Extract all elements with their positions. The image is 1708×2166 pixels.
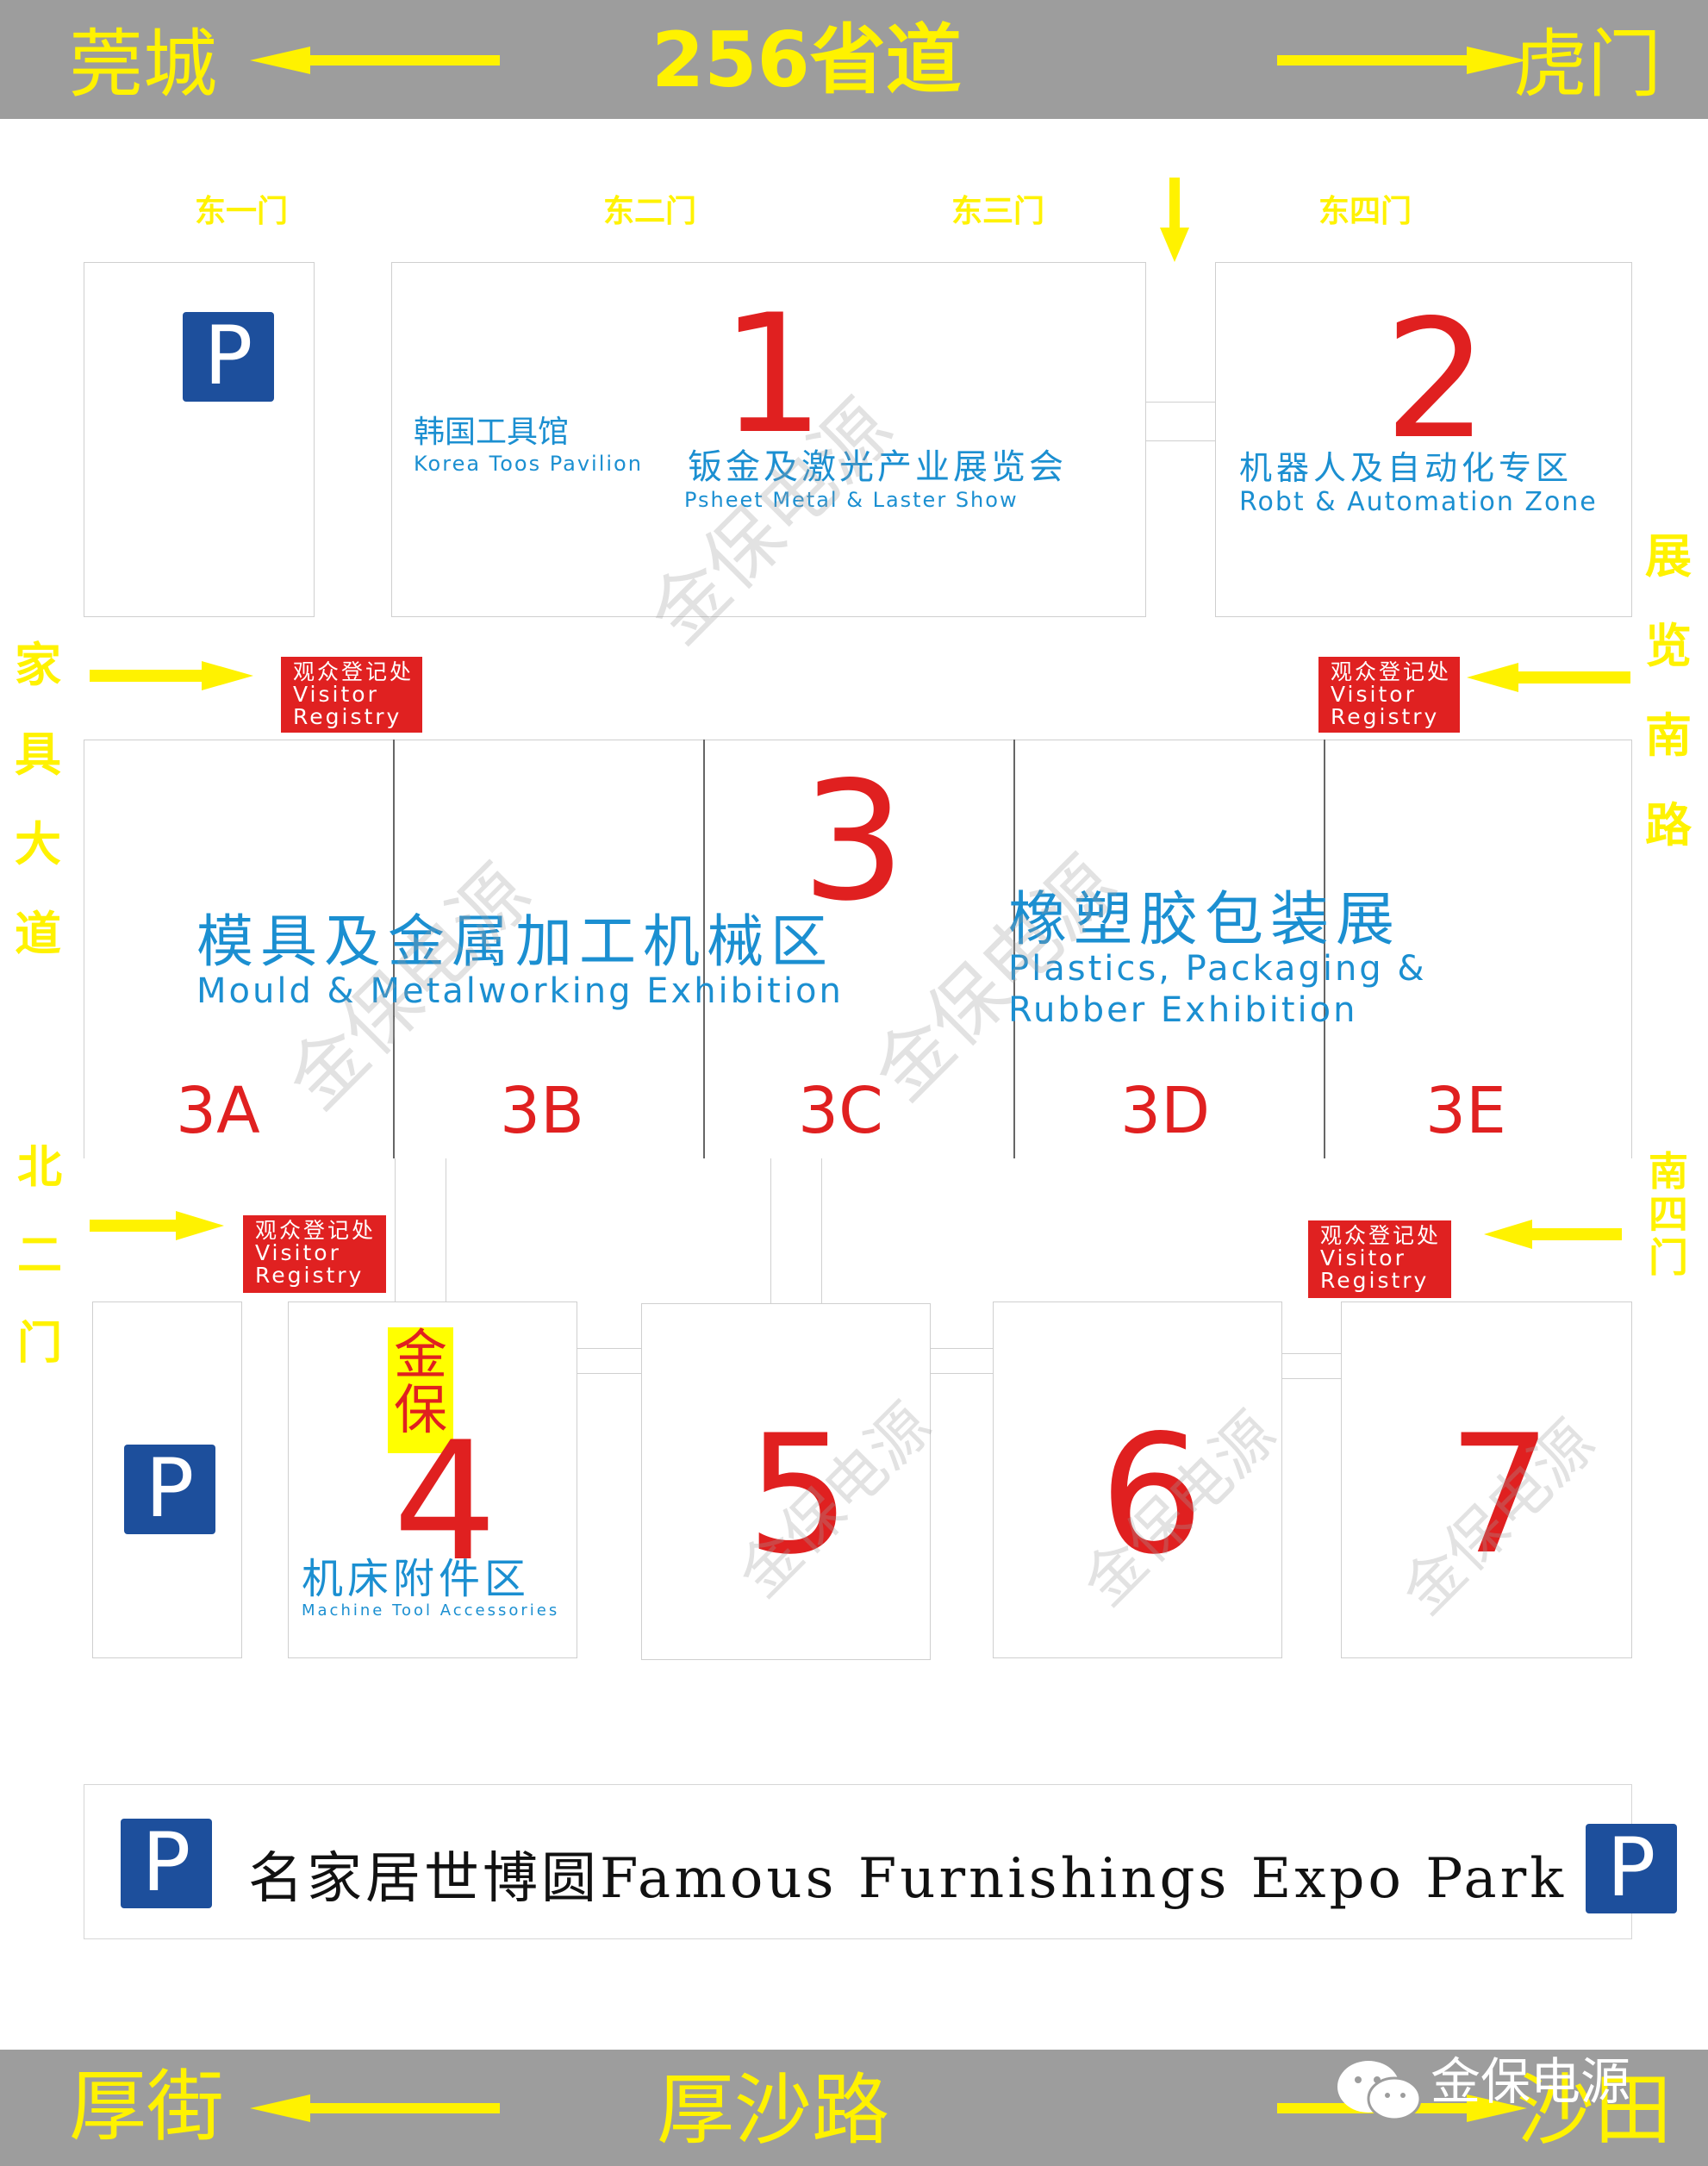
- hall-3-divider: [393, 740, 395, 1158]
- gate-east-3: 东三门: [951, 194, 1045, 229]
- hall-3-right-name-en-2: Rubber Exhibition: [1008, 990, 1358, 1030]
- expo-park-label: 名家居世博圆Famous Furnishings Expo Park: [248, 1847, 1568, 1911]
- hall-2-number: 2: [1384, 284, 1488, 475]
- hall-3-left-name-en: Mould & Metalworking Exhibition: [196, 971, 844, 1011]
- arrow-left-icon: [1467, 663, 1630, 692]
- corridor-5-6: [931, 1348, 993, 1374]
- hall-2-name-en: Robt & Automation Zone: [1239, 487, 1598, 517]
- hall-5[interactable]: [641, 1303, 931, 1660]
- hall-3[interactable]: [84, 740, 1632, 1158]
- bottom-road-right-label: 沙田: [1517, 2065, 1672, 2156]
- hall-1-korea-cn: 韩国工具馆: [414, 415, 570, 450]
- hall-3b-label: 3B: [500, 1074, 584, 1148]
- east-road-label: 展 览 南 路: [1645, 529, 1692, 852]
- visitor-registry-southeast: 观众登记处 Visitor Registry: [1308, 1220, 1451, 1298]
- gate-east-4: 东四门: [1318, 194, 1412, 229]
- hall-4-name-en: Machine Tool Accessories: [302, 1601, 560, 1620]
- wechat-account-label: 金保电源: [1431, 2052, 1631, 2111]
- visitor-registry-southwest: 观众登记处 Visitor Registry: [243, 1215, 386, 1293]
- corridor-3-5: [770, 1158, 822, 1303]
- hall-2[interactable]: [1215, 262, 1632, 617]
- bottom-road-center-label: 厚沙路: [657, 2065, 889, 2156]
- hall-1-name-cn: 钣金及激光产业展览会: [688, 447, 1067, 487]
- parking-icon: P: [124, 1445, 215, 1534]
- hall-3-divider: [1324, 740, 1325, 1158]
- hall-7[interactable]: [1341, 1301, 1632, 1658]
- west-road-label: 家 具 大 道: [15, 638, 61, 961]
- corridor-1-2: [1146, 402, 1215, 441]
- jinbao-badge: 金 保: [388, 1327, 453, 1453]
- gate-east-1: 东一门: [195, 194, 289, 229]
- top-road-left-label: 莞城: [69, 22, 217, 108]
- hall-3a-label: 3A: [176, 1074, 260, 1148]
- hall-3-divider: [703, 740, 705, 1158]
- hall-3-right-name-cn: 橡塑胶包装展: [1008, 886, 1402, 954]
- gate-south-4: 南 四 门: [1649, 1148, 1688, 1281]
- hall-6[interactable]: [993, 1301, 1282, 1658]
- hall-5-number: 5: [746, 1400, 851, 1590]
- arrow-down-icon: [1160, 178, 1189, 262]
- hall-3-number: 3: [801, 746, 906, 937]
- gate-east-2: 东二门: [603, 194, 697, 229]
- hall-1-number: 1: [720, 279, 825, 470]
- hall-3-left-name-cn: 模具及金属加工机械区: [196, 908, 834, 975]
- arrow-right-icon: [90, 1211, 224, 1240]
- visitor-registry-northeast: 观众登记处 Visitor Registry: [1318, 657, 1460, 733]
- corridor-4-5: [577, 1348, 641, 1374]
- hall-3-right-name-en-1: Plastics, Packaging &: [1008, 949, 1427, 989]
- parking-icon: P: [183, 312, 274, 402]
- hall-3d-label: 3D: [1120, 1074, 1211, 1148]
- hall-4-name-cn: 机床附件区: [302, 1555, 531, 1603]
- bottom-road-left-label: 厚街: [69, 2062, 224, 2152]
- hall-6-number: 6: [1100, 1400, 1204, 1590]
- visitor-registry-northwest: 观众登记处 Visitor Registry: [281, 657, 422, 733]
- wechat-icon: [1337, 2061, 1422, 2121]
- arrow-right-icon: [1277, 47, 1527, 74]
- top-road-center-label: 256省道: [651, 16, 962, 104]
- arrow-left-icon: [250, 2094, 500, 2122]
- top-road-right-label: 虎门: [1513, 22, 1661, 108]
- hall-1[interactable]: [391, 262, 1146, 617]
- hall-4-number: 4: [393, 1407, 497, 1597]
- hall-3e-label: 3E: [1425, 1074, 1506, 1148]
- parking-icon: P: [121, 1819, 212, 1908]
- corridor-6-7: [1282, 1353, 1341, 1379]
- hall-2-name-cn: 机器人及自动化专区: [1239, 449, 1574, 487]
- hall-3c-label: 3C: [798, 1074, 883, 1148]
- hall-7-number: 7: [1448, 1400, 1552, 1590]
- arrow-left-icon: [250, 47, 500, 74]
- parking-icon: P: [1586, 1824, 1677, 1913]
- hall-1-name-en: Psheet Metal & Laster Show: [684, 488, 1019, 512]
- parking-lot-west: [92, 1301, 242, 1658]
- hall-3-divider: [1013, 740, 1015, 1158]
- hall-1-korea-en: Korea Toos Pavilion: [414, 452, 643, 476]
- gate-north-2: 北 二 门: [16, 1142, 62, 1370]
- arrow-right-icon: [90, 661, 253, 690]
- corridor-3-4: [395, 1158, 446, 1301]
- arrow-left-icon: [1484, 1220, 1622, 1249]
